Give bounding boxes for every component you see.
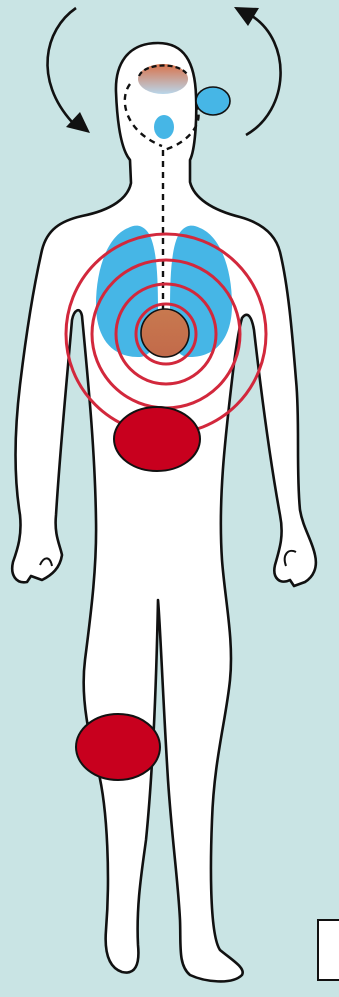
inner-ear-organ [196,87,230,115]
heart-organ [141,309,189,357]
brain [138,64,188,94]
offscreen-box [318,920,339,980]
pituitary-organ [154,115,174,139]
knee-region [76,714,160,780]
abdomen-organ [114,407,200,471]
